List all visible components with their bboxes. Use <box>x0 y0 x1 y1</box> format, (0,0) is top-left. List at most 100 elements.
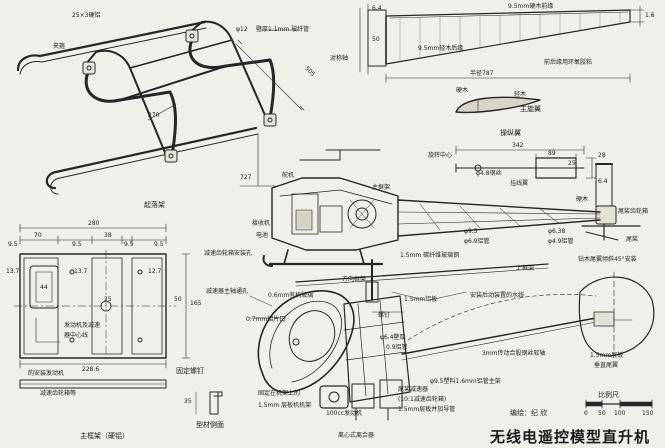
frame-w95c: 9.5 <box>124 241 134 248</box>
frame-h50: 50 <box>174 296 182 303</box>
frame-w70: 70 <box>34 232 42 239</box>
frame-h165: 165 <box>190 300 202 307</box>
frame-w95d: 9.5 <box>154 241 164 248</box>
tail-rotor-label: 尾桨 <box>626 236 639 243</box>
stab-dim-b: 25 <box>568 160 576 167</box>
frame-h44: 44 <box>40 284 48 291</box>
asm-engine: 100cc发动机 <box>326 410 363 417</box>
asm-gearbox2: (10:1减速齿轮箱) <box>398 396 447 403</box>
stab-dim-w: 342 <box>512 142 524 149</box>
asm-yaw-frame: 方向框架 <box>342 276 367 283</box>
rotor-leading-edge: 9.5mm硬木前缘 <box>508 3 554 10</box>
airfoil-lightwood: 轻木 <box>514 91 527 98</box>
frame-h25: 25 <box>104 296 112 303</box>
frame-w35: 35 <box>184 398 192 405</box>
caption-frame-side: 型材侧面 <box>196 421 224 429</box>
frame-h13a: 13.7 <box>6 268 20 275</box>
side-boom: 1.5mm 碳纤维玻璃钢 <box>400 252 460 259</box>
side-battery: 电池 <box>256 232 269 239</box>
clamp-label: 夹箍 <box>53 43 66 50</box>
asm-tube-b2: 0.9铝管 <box>386 344 408 351</box>
tail-vplate: 1.5mm层板 <box>590 352 624 359</box>
stab-center: 旋转中心 <box>428 152 453 159</box>
assembly-view-drawing <box>249 259 655 421</box>
side-tube3: φ6.38 <box>548 228 566 235</box>
asm-ply1: 1.5mm铝板 <box>404 296 438 303</box>
stab-rod: φ4.8钢丝 <box>476 170 502 177</box>
asm-waterline: 安装后动装置的水线 <box>470 292 525 299</box>
main-frame-drawing <box>13 223 223 415</box>
author-credit: 编绘：纪 欣 <box>510 409 548 417</box>
caption-fixing-bolt: 固定螺钉 <box>176 367 204 375</box>
rotor-glue-note: 前后缘用环氧胶粘 <box>544 59 593 66</box>
stab-dim-c: 28 <box>598 152 606 159</box>
caption-rotor-blade: 主旋翼 <box>520 105 541 113</box>
frame-engine-line2: 器中心线 <box>64 332 89 339</box>
asm-upper-frame: 上框架 <box>516 265 535 272</box>
tube-material-label: 25×3硬铝 <box>72 12 101 19</box>
frame-shaft-hole: 减速器主轴通孔 <box>206 288 249 295</box>
side-view-drawing <box>262 149 601 267</box>
side-tube1: φ9.5 <box>464 228 478 235</box>
frame-w280: 280 <box>88 220 100 227</box>
tube-wall-label: 壁厚1.1mm 玻纤管 <box>256 26 310 33</box>
tail-vertical-fin: 垂直尾翼 <box>594 362 619 369</box>
caption-stabilizer: 操纵翼 <box>500 129 521 137</box>
asm-bplate: 1.5mm层板并加导管 <box>398 406 456 413</box>
tail-rotor-drawing <box>581 163 641 241</box>
rotor-dim-a: 6.4 <box>372 5 382 12</box>
drawing-title: 无线电遥控模型直升机 <box>490 428 651 446</box>
side-tube3b: φ4.9铝管 <box>548 238 574 245</box>
tail-gearbox: 尾桨齿轮箱 <box>618 208 649 215</box>
landing-gear-drawing <box>16 20 305 195</box>
tail-hardwood: 硬木 <box>576 196 589 203</box>
frame-w95a: 9.5 <box>8 241 18 248</box>
stab-dim-a: 89 <box>548 150 556 157</box>
caption-main-frame: 主框架（硬铝） <box>80 432 129 440</box>
dim-width: 270 <box>148 112 160 119</box>
stab-dim-d: 6.4 <box>598 178 608 185</box>
asm-ply3: 1.5mm 层板机机架 <box>258 402 312 409</box>
caption-landing-gear: 起落架 <box>144 201 165 209</box>
stab-paddle: 挂线翼 <box>510 180 529 187</box>
rotor-root-axis: 对称轴 <box>330 55 349 62</box>
rotor-dim-c: 1.6 <box>645 12 655 19</box>
scale-tick-100: 100 <box>614 410 626 417</box>
scale-tick-50: 50 <box>598 410 606 417</box>
side-servo: 舵机 <box>282 172 295 179</box>
asm-clutch: 离心式离合器 <box>338 432 375 439</box>
asm-glass: 0.6mm有机玻璃 <box>268 292 314 299</box>
rotor-blade-drawing <box>359 3 645 114</box>
scale-bar <box>585 399 653 409</box>
tube-diameter-label: φ12 <box>236 26 248 33</box>
dim-height: 727 <box>240 174 252 181</box>
asm-gearbox: 尾桨减速器 <box>398 386 429 393</box>
frame-mount: 的安装发动机 <box>28 370 65 377</box>
asm-drive-wire: 3mm传动合股钢丝软轴 <box>482 350 546 357</box>
frame-w95b: 9.5 <box>72 241 82 248</box>
frame-h13c: 12.7 <box>148 268 162 275</box>
rotor-radius: 半径787 <box>470 70 494 77</box>
frame-engine-line: 发动机及减速 <box>64 322 101 329</box>
side-receiver: 接收机 <box>252 220 271 227</box>
asm-nut: 螺钉 <box>378 312 391 319</box>
rotor-trailing-edge: 9.5mm轻木后缘 <box>418 45 464 52</box>
side-tube2: φ6.9铝管 <box>464 238 490 245</box>
frame-h13b: 13.7 <box>74 268 88 275</box>
scale-tick-150: 150 <box>642 410 654 417</box>
frame-w2286: 228.6 <box>82 366 100 373</box>
asm-tube-b: φ6.4壁厚 <box>380 334 406 341</box>
asm-vent: 0.7mm铝片口 <box>246 316 286 323</box>
side-main-frame: 主框架 <box>372 184 391 191</box>
frame-mount2: 减速齿轮箱等 <box>40 390 77 397</box>
rotor-dim-b: 50 <box>372 36 380 43</box>
frame-w38: 38 <box>104 232 112 239</box>
asm-fix: 固定在机架上的 <box>258 390 301 397</box>
scale-tick-0: 0 <box>584 410 588 417</box>
frame-gear-hole: 减速齿轮箱安装孔 <box>204 250 253 257</box>
asm-main-tube: φ9.5塑料1.6mm铝管主架 <box>430 378 501 385</box>
airfoil-hardwood: 硬木 <box>456 87 469 94</box>
caption-scale: 比例尺 <box>598 391 619 399</box>
